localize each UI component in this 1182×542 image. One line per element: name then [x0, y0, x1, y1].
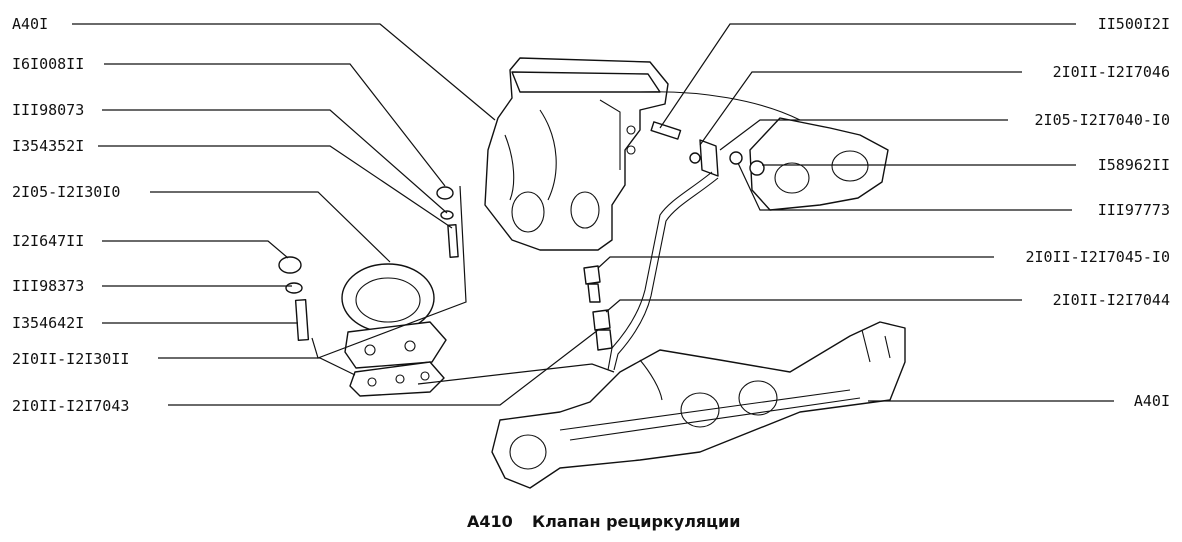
- fasteners-drawing: [278, 186, 459, 342]
- label-left-3: III98073: [12, 101, 84, 119]
- caption-title: Клапан рециркуляции: [532, 512, 740, 531]
- label-left-1: A40I: [12, 15, 48, 33]
- label-right-4: I58962II: [1098, 156, 1170, 174]
- gasket-drawing: [349, 361, 445, 397]
- label-left-4: I354352I: [12, 137, 84, 155]
- lower-manifold-drawing: [491, 321, 906, 489]
- leader-lines: [72, 23, 1114, 406]
- egr-pipe-drawing: [607, 171, 719, 371]
- label-left-2: I6I008II: [12, 55, 84, 73]
- caption-code: A410: [467, 512, 513, 531]
- left-labels: A40I I6I008II III98073 I354352I 2I05-I2I…: [12, 15, 129, 415]
- figure-caption: A410 Клапан рециркуляции: [467, 512, 740, 531]
- right-labels: II500I2I 2I0II-I2I7046 2I05-I2I7040-I0 I…: [1026, 15, 1171, 410]
- label-right-1: II500I2I: [1098, 15, 1170, 33]
- label-right-6: 2I0II-I2I7045-I0: [1026, 248, 1171, 266]
- right-manifold-drawing: [639, 91, 889, 211]
- label-left-5: 2I05-I2I30I0: [12, 183, 120, 201]
- upper-manifold-drawing: [484, 57, 669, 251]
- label-left-6: I2I647II: [12, 232, 84, 250]
- label-left-10: 2I0II-I2I7043: [12, 397, 129, 415]
- label-left-9: 2I0II-I2I30II: [12, 350, 129, 368]
- label-right-7: 2I0II-I2I7044: [1053, 291, 1170, 309]
- label-right-8: A40I: [1134, 392, 1170, 410]
- pipe-fitting-drawing: [650, 121, 765, 177]
- label-right-3: 2I05-I2I7040-I0: [1035, 111, 1170, 129]
- egr-valve-drawing: [341, 263, 447, 369]
- label-left-7: III98373: [12, 277, 84, 295]
- label-left-8: I354642I: [12, 314, 84, 332]
- label-right-5: III97773: [1098, 201, 1170, 219]
- union-fittings-drawing: [583, 265, 613, 351]
- label-right-2: 2I0II-I2I7046: [1053, 63, 1170, 81]
